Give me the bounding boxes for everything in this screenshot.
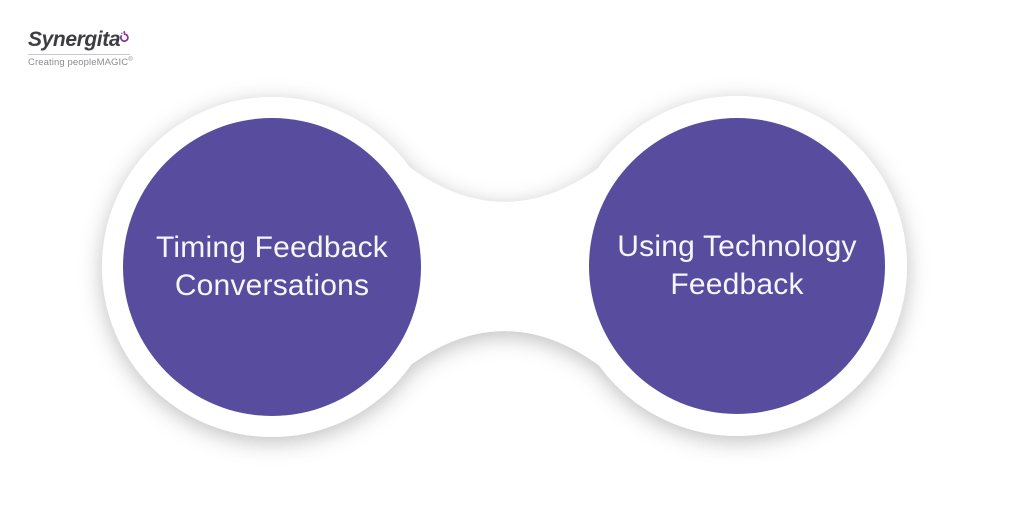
registered-mark: ®: [128, 57, 133, 63]
swirl-icon: [120, 31, 129, 43]
synergita-logo: Synergita Creating peopleMAGIC®: [28, 22, 133, 69]
right-purple-circle: [589, 118, 885, 414]
brand-name: Synergita: [28, 28, 121, 51]
tagline-text: Creating peopleMAGIC: [28, 57, 129, 69]
logo-divider: [28, 54, 130, 55]
left-circle-label: Timing Feedback Conversations: [156, 231, 388, 302]
right-circle-label: Using Technology Feedback: [617, 230, 857, 301]
left-purple-circle: [123, 118, 421, 416]
logo-tagline: Creating peopleMAGIC®: [28, 57, 133, 69]
